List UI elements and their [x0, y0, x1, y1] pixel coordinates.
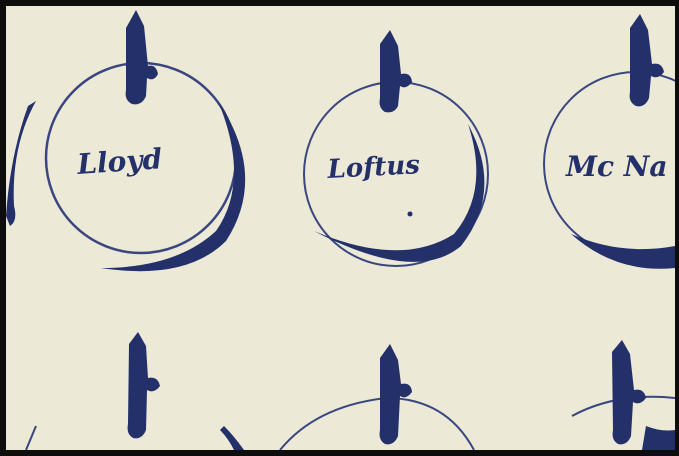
paper-sheet: Lloyd Loftus Mc Na: [6, 6, 675, 450]
dial-loftus-label: Loftus: [326, 150, 421, 185]
dial-bottom-right-clip-icon: [612, 340, 646, 444]
dial-lloyd-crescent: [101, 101, 245, 271]
dial-bottom-left-clip-icon: [128, 332, 160, 438]
dial-loftus: Loftus: [304, 30, 488, 266]
dial-lloyd-clip-icon: [126, 10, 158, 104]
dial-loftus-clip-icon: [380, 30, 412, 112]
dial-mcn-clip-icon: [630, 14, 664, 106]
dial-bottom-right: [572, 340, 675, 450]
dial-bottom-left-crescent: [220, 426, 244, 450]
dial-bottom-left: [26, 332, 244, 450]
dial-lloyd: Lloyd: [46, 10, 245, 271]
dial-left-edge-crescent: [6, 101, 36, 226]
dial-loftus-crescent: [314, 124, 484, 262]
dial-mcn: Mc Na: [544, 14, 675, 269]
dial-bottom-left-ring: [26, 426, 36, 450]
dial-loftus-dot: [408, 212, 413, 217]
dial-bottom-middle-clip-icon: [380, 344, 412, 444]
drawing-canvas: Lloyd Loftus Mc Na: [6, 6, 675, 450]
dial-bottom-middle-ring: [280, 398, 474, 450]
dial-mcn-label: Mc Na: [565, 150, 668, 183]
dial-left-edge: [6, 101, 36, 226]
dial-mcn-crescent: [571, 234, 675, 269]
dial-bottom-right-crescent: [642, 426, 675, 450]
dial-bottom-middle: [280, 344, 474, 450]
dial-lloyd-label: Lloyd: [75, 142, 163, 181]
